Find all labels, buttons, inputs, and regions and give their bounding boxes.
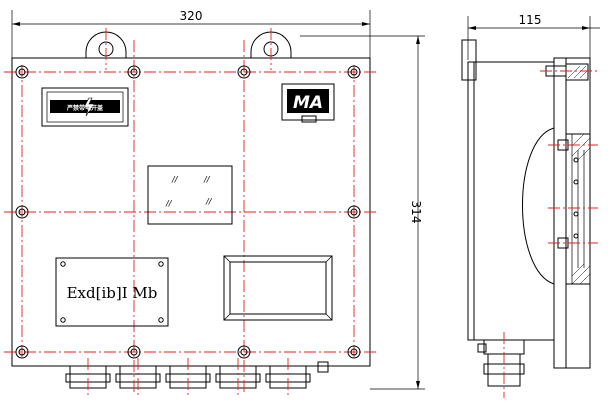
dimension-width: 320	[11, 9, 371, 58]
ma-mark-plate: MA	[281, 83, 335, 123]
indicator-window: // // // //	[147, 165, 233, 225]
side-body	[467, 61, 555, 341]
indicator-glyph: //	[203, 175, 211, 184]
front-view: 320 314	[4, 9, 425, 398]
dimension-depth: 115	[467, 13, 600, 60]
explosion-rating-text: Exd[ib]I Mb	[67, 284, 158, 302]
warning-sign-plate: 严禁带电开盖	[41, 87, 129, 127]
cover-bolts	[15, 65, 361, 359]
window-section	[548, 133, 598, 285]
display-window	[223, 255, 333, 321]
side-top-bolt	[540, 63, 598, 81]
centerlines-front	[4, 28, 378, 398]
side-cable-gland	[477, 332, 525, 398]
indicator-glyph: //	[205, 197, 213, 206]
indicator-glyph: //	[171, 175, 179, 184]
dimension-height: 314	[300, 35, 425, 390]
dimension-width-label: 320	[180, 9, 203, 23]
cable-glands	[65, 361, 329, 389]
window-bulge	[522, 127, 555, 285]
dimension-depth-label: 115	[519, 13, 542, 27]
indicator-glyph: //	[165, 199, 173, 208]
warning-sign-text: 严禁带电开盖	[66, 104, 103, 112]
explosion-rating-plate: Exd[ib]I Mb	[55, 257, 169, 327]
ma-mark-text: MA	[293, 93, 323, 113]
side-view: 115	[461, 13, 600, 398]
mounting-ear-side	[461, 39, 477, 81]
dimension-height-label: 314	[409, 201, 423, 224]
lightning-bolt-icon	[83, 97, 95, 117]
